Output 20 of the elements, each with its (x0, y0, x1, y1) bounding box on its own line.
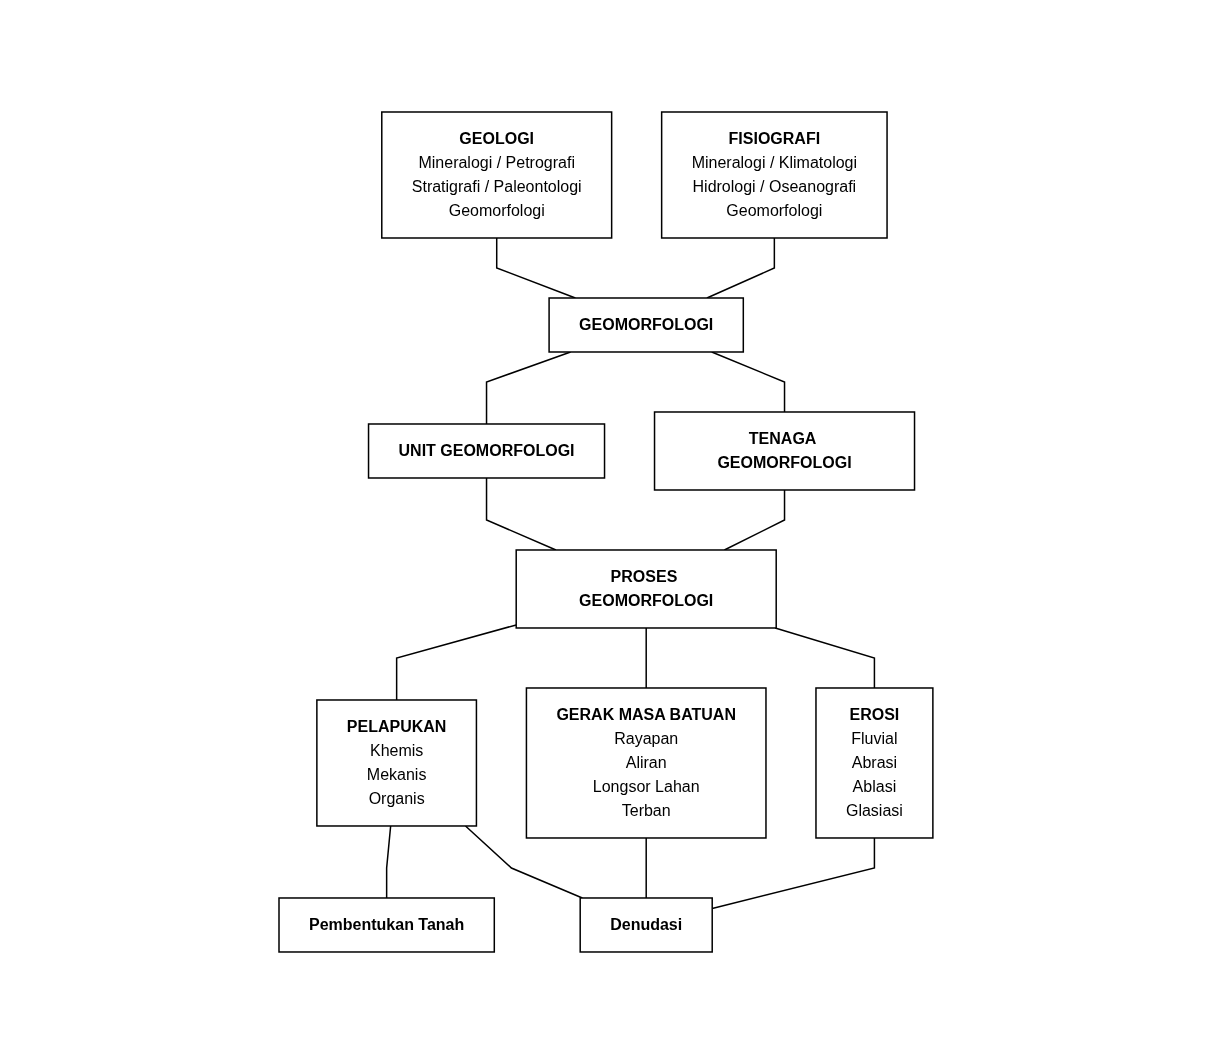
node-box: EROSI Fluvial Abrasi Ablasi Glasiasi (815, 687, 934, 839)
node-box: Pembentukan Tanah (278, 897, 496, 953)
connector (385, 825, 392, 899)
node-box: FISIOGRAFI Mineralogi / Klimatologi Hidrologi / Oseanografi Geomorfologi (660, 111, 888, 239)
connector (706, 237, 776, 299)
connector (723, 489, 786, 551)
node-box: GEOMORFOLOGI (548, 297, 745, 353)
node-box: UNIT GEOMORFOLOGI (367, 423, 606, 479)
connector (645, 627, 647, 689)
node-box: PROSES GEOMORFOLOGI (515, 549, 777, 629)
node-box: GEOLOGI Mineralogi / Petrografi Stratigrafi / Paleontologi Geomorfologi (381, 111, 613, 239)
node-box: TENAGA GEOMORFOLOGI (653, 411, 916, 491)
connector (711, 351, 786, 413)
connector (496, 237, 577, 299)
connector (774, 627, 876, 689)
connector (645, 837, 647, 899)
node-box: Denudasi (579, 897, 713, 953)
connector (395, 624, 517, 701)
node-box: PELAPUKAN Khemis Mekanis Organis (316, 699, 478, 827)
node-box: GERAK MASA BATUAN Rayapan Aliran Longsor Lahan Terban (525, 687, 767, 839)
